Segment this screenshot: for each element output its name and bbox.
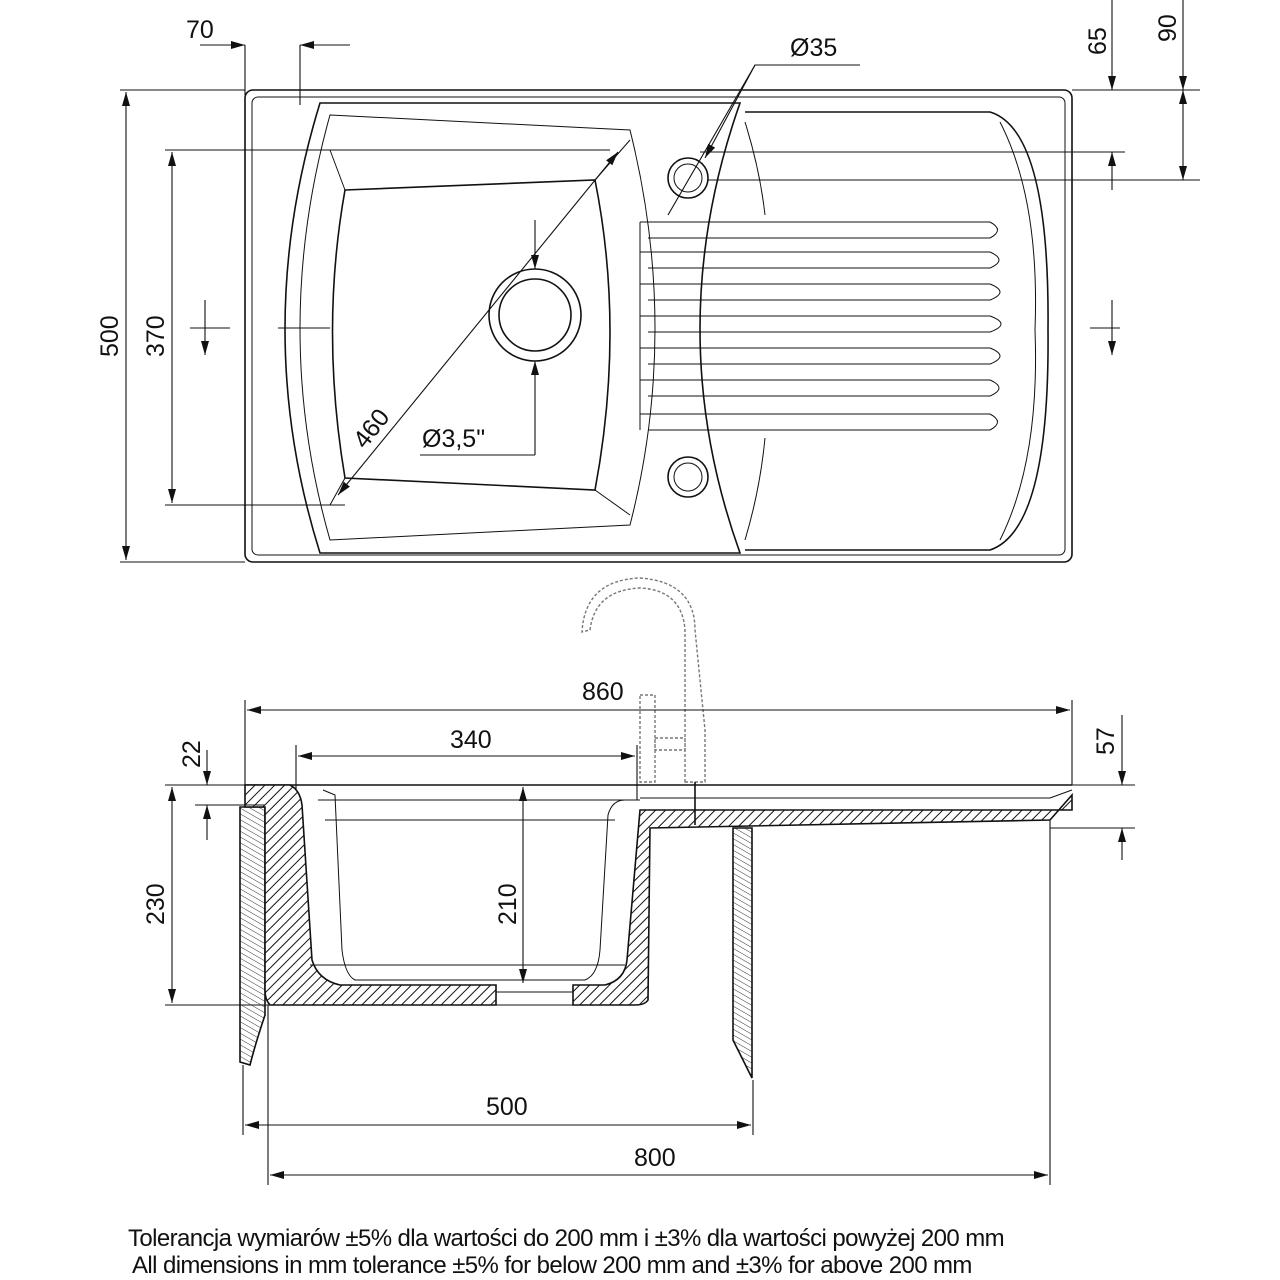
side-view: 860 340 22 57 230 210 500 800 <box>142 577 1135 1185</box>
dim-tap-hole-label: Ø35 <box>790 34 837 62</box>
faucet-icon <box>581 577 706 783</box>
tolerance-note-en: All dimensions in mm tolerance ±5% for b… <box>132 1252 972 1279</box>
dim-340-label: 340 <box>450 726 492 754</box>
dim-70-label: 70 <box>186 16 214 44</box>
dim-370-label: 370 <box>142 315 170 357</box>
dim-460-label: 460 <box>348 404 396 454</box>
dim-860-label: 860 <box>582 678 624 706</box>
sink-section <box>244 784 497 1006</box>
tap-hole-icon <box>667 456 709 498</box>
dim-230-label: 230 <box>142 883 170 925</box>
dim-drain-label: Ø3,5" <box>422 425 485 453</box>
dim-22-label: 22 <box>178 740 206 768</box>
cabinet-wall-left <box>239 806 266 1067</box>
top-view: 70 Ø35 65 90 500 370 460 Ø3,5" <box>96 0 1200 563</box>
bowl-rim <box>284 102 742 554</box>
dim-500-side-label: 500 <box>486 1093 528 1121</box>
dim-210-label: 210 <box>494 883 522 925</box>
tolerance-note-pl: Tolerancja wymiarów ±5% dla wartości do … <box>128 1225 1005 1252</box>
dim-500-top-label: 500 <box>96 315 124 357</box>
sink-outline <box>244 89 1073 563</box>
cabinet-wall-right <box>732 827 753 1079</box>
dim-57-label: 57 <box>1092 727 1120 755</box>
dim-800-label: 800 <box>634 1144 676 1172</box>
drainboard-outline <box>745 111 1049 551</box>
dim-90-label: 90 <box>1154 14 1182 42</box>
dim-65-label: 65 <box>1084 27 1112 55</box>
drain-icon <box>488 268 582 362</box>
drainboard-ribs <box>639 221 1002 431</box>
tap-hole-icon <box>667 157 709 199</box>
